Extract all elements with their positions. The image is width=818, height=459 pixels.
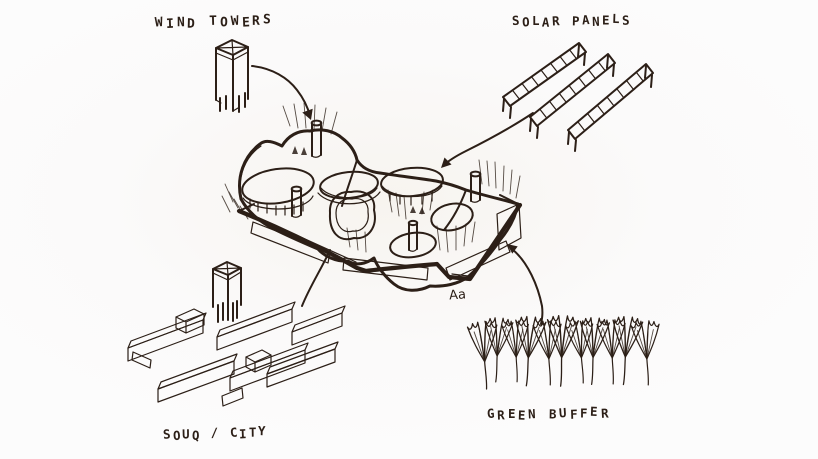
eco-building-sketch: Aa — [221, 102, 523, 303]
solar-panels-connector — [441, 112, 534, 168]
plaza-figures-annotation: Aa — [449, 287, 467, 303]
green-buffer-connector — [507, 244, 544, 325]
arrowhead — [302, 108, 313, 120]
solar-panels-sketch — [502, 42, 654, 152]
building-courtyard — [328, 190, 376, 241]
building-arcade — [250, 203, 522, 281]
figure-marks — [292, 146, 425, 214]
souq-bars — [127, 301, 346, 407]
green-buffer-label: GREEN BUFFER — [486, 403, 612, 423]
souq-tower — [212, 261, 242, 323]
arrowhead — [441, 157, 452, 168]
wind-towers-connector — [251, 65, 313, 120]
wind-tower-sketch — [215, 39, 249, 113]
wind-towers-label: WIND TOWERS — [154, 12, 275, 32]
souq-city-connector — [301, 249, 331, 307]
roof-drums — [241, 166, 474, 259]
green-buffer-sketch — [466, 314, 663, 391]
souq-city-sketch — [127, 261, 346, 407]
solar-panels-label: SOLAR PANELS — [511, 10, 633, 30]
roof-wind-towers — [290, 119, 482, 252]
reed-lines — [221, 102, 521, 253]
